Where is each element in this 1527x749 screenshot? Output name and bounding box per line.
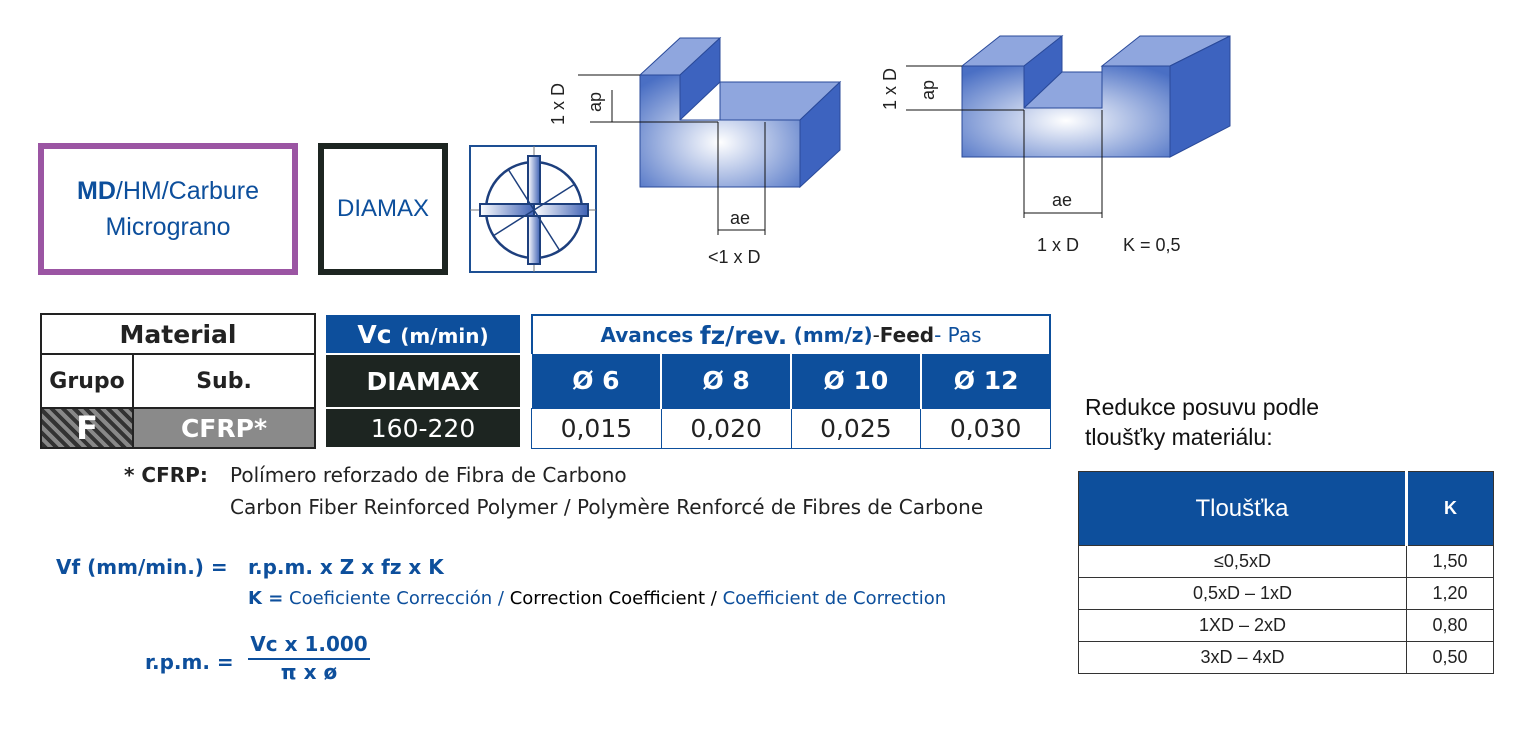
tool-name-box: DIAMAX [318, 143, 448, 275]
reduction-title-1: Redukce posuvu podle [1085, 394, 1319, 420]
diagram2-dim-1xd: 1 x D [880, 67, 900, 110]
vc-table: Vc (m/min) DIAMAX 160-220 [326, 313, 520, 449]
vf-lhs: Vf (mm/min.) = [56, 555, 228, 579]
rpm-denominator: π x ø [280, 660, 338, 684]
vc-unit: (m/min) [400, 323, 489, 348]
feed-header: Avances fz/rev. (mm/z) - Feed - Pas [531, 314, 1051, 354]
pas-label: - Pas [934, 323, 982, 347]
footnote-label: * CFRP: [124, 463, 208, 487]
thickness: 0,5xD – 1xD [1078, 577, 1407, 610]
diagram2-ae: ae [1052, 190, 1073, 210]
diameter-12: Ø 12 [953, 366, 1019, 396]
sub-header: Sub. [132, 353, 316, 409]
k-es: Coeficiente Corrección / [283, 588, 504, 609]
diameter-8: Ø 8 [661, 354, 792, 408]
diagram2-k: K = 0,5 [1123, 235, 1181, 255]
thickness: 1XD – 2xD [1078, 609, 1407, 642]
rpm-lhs: r.p.m. = [145, 650, 234, 674]
k-header: K [1406, 471, 1494, 546]
diagram1-width: <1 x D [708, 247, 761, 267]
vc-tool: DIAMAX [326, 355, 520, 407]
feed-value: 0,020 [660, 407, 792, 449]
unit-label: (mm/z) [793, 323, 873, 347]
sep: - [872, 323, 880, 347]
k-fr: Coefficient de Correction [716, 588, 947, 609]
group-value: F [40, 407, 134, 449]
rpm-fraction: Vc x 1.000 π x ø [248, 632, 370, 684]
half-slot-diagram [906, 34, 1231, 218]
k-value: 0,50 [1406, 641, 1494, 674]
endmill-cross-section-icon [469, 145, 597, 273]
sub-value: CFRP* [132, 407, 316, 449]
k-definition: K = Coeficiente Corrección / Correction … [248, 588, 946, 609]
diagram1-ap: ap [585, 91, 605, 112]
diagram2-ap: ap [918, 79, 938, 100]
diagram1-ae: ae [730, 208, 751, 228]
tool-name: DIAMAX [336, 195, 429, 222]
material-header: Material [40, 313, 316, 355]
avances-label: Avances [600, 323, 694, 347]
diameter-10: Ø 10 [791, 354, 922, 408]
k-en: Correction Coefficient / [504, 588, 717, 609]
feed-value: 0,030 [920, 407, 1051, 449]
rpm-numerator: Vc x 1.000 [248, 632, 370, 660]
vf-rhs: r.p.m. x Z x fz x K [248, 555, 444, 579]
diagram1-dim-1xd: 1 x D [548, 82, 568, 125]
thickness-header: Tloušťka [1078, 471, 1408, 546]
reduction-title-2: tloušťky materiálu: [1085, 424, 1273, 450]
k-value: 1,20 [1406, 577, 1494, 610]
diameter-6: Ø 6 [531, 354, 663, 408]
footnote-line1: Polímero reforzado de Fibra de Carbono [230, 463, 627, 487]
reduction-title: Redukce posuvu podle tloušťky materiálu: [1085, 392, 1319, 452]
slot-milling-diagram [578, 36, 842, 235]
md-label: MD [77, 177, 116, 205]
micrograno-label: Micrograno [105, 213, 231, 241]
vc-label: Vc [357, 319, 392, 349]
vc-value: 160-220 [326, 409, 520, 447]
material-grade-box: MD/HM/Carbure Micrograno [38, 143, 298, 275]
diagram2-width: 1 x D [1037, 235, 1080, 255]
feed-table: Ø 6 Ø 8 Ø 10 Ø 12 0,015 0,020 0,025 0,03… [531, 354, 1051, 449]
thickness: ≤0,5xD [1078, 545, 1407, 578]
footnote-line2: Carbon Fiber Reinforced Polymer / Polymè… [230, 495, 984, 519]
feed-value: 0,025 [790, 407, 922, 449]
grupo-header: Grupo [40, 353, 134, 409]
hm-label: /HM/Carbure [115, 177, 259, 205]
fz-label: fz/rev. [699, 320, 788, 350]
thickness: 3xD – 4xD [1078, 641, 1407, 674]
k-value: 1,50 [1406, 545, 1494, 578]
feed-value: 0,015 [531, 407, 662, 449]
k-value: 0,80 [1406, 609, 1494, 642]
k-label: K = [248, 588, 284, 609]
feed-label: Feed [879, 323, 935, 347]
